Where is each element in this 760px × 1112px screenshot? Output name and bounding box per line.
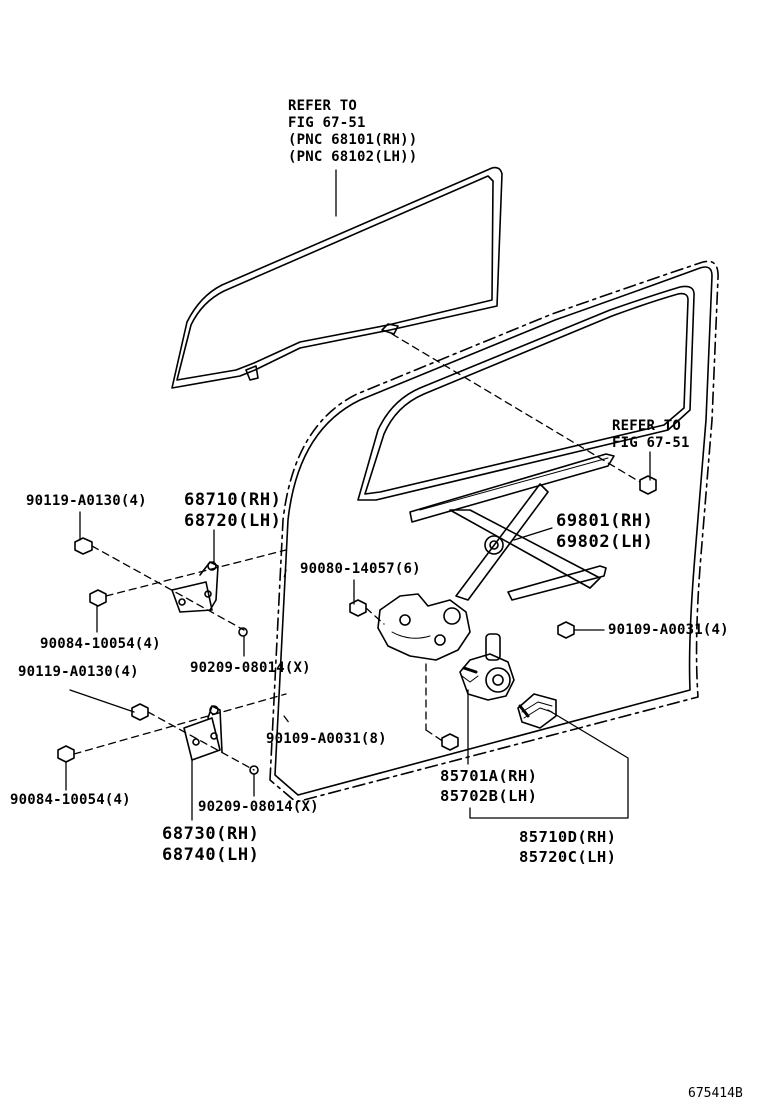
door-glass-illustration (171, 166, 503, 389)
bolt-fig-ref-label: FIG 67-51 (612, 435, 690, 451)
upper-hinge-rh-label: 68710(RH) (184, 490, 282, 510)
upper-hinge-lh-label: 68720(LH) (184, 511, 282, 531)
regulator-motor-illustration (459, 633, 515, 701)
glass-pnc-lh-label: (PNC 68102(LH)) (288, 149, 418, 165)
alignment-dashed-lines (73, 333, 641, 771)
lower-hinge-rh-label: 68730(RH) (162, 824, 260, 844)
upper-hinge-screw-label: 90084-10054(4) (40, 636, 161, 652)
upper-hinge-pin-label: 90209-08014(X) (190, 660, 311, 676)
leader-lines (65, 169, 651, 821)
regulator-bolt-label: 90080-14057(6) (300, 561, 421, 577)
fastener-illustrations (57, 475, 657, 775)
regulator-lh-label: 69802(LH) (556, 532, 654, 552)
lower-hinge-screw-label: 90084-10054(4) (10, 792, 131, 808)
door-frame-illustration (269, 260, 719, 803)
lower-hinge-bolt-label: 90119-A0130(4) (18, 664, 139, 680)
motor-rh-label: 85701A(RH) (440, 767, 538, 785)
regulator-bolt-right-label: 90109-A0031(4) (608, 622, 729, 638)
window-regulator-illustration (377, 453, 615, 661)
switch-lh-label: 85720C(LH) (519, 848, 617, 866)
lower-hinge-illustration (183, 705, 223, 761)
upper-hinge-bolt-label: 90119-A0130(4) (26, 493, 147, 509)
lower-hinge-lh-label: 68740(LH) (162, 845, 260, 865)
lower-hinge-pin-label: 90209-08014(X) (198, 799, 319, 815)
switch-rh-label: 85710D(RH) (519, 828, 617, 846)
motor-lh-label: 85702B(LH) (440, 787, 538, 805)
glass-refer-label: REFER TO (288, 98, 358, 114)
glass-fig-ref-label: FIG 67-51 (288, 115, 366, 131)
regulator-bolt-bottom-label: 90109-A0031(8) (266, 731, 387, 747)
bolt-refer-label: REFER TO (612, 418, 682, 434)
upper-hinge-illustration (171, 561, 219, 613)
glass-pnc-rh-label: (PNC 68101(RH)) (288, 132, 418, 148)
regulator-rh-label: 69801(RH) (556, 511, 654, 531)
figure-code: 675414B (688, 1086, 743, 1101)
